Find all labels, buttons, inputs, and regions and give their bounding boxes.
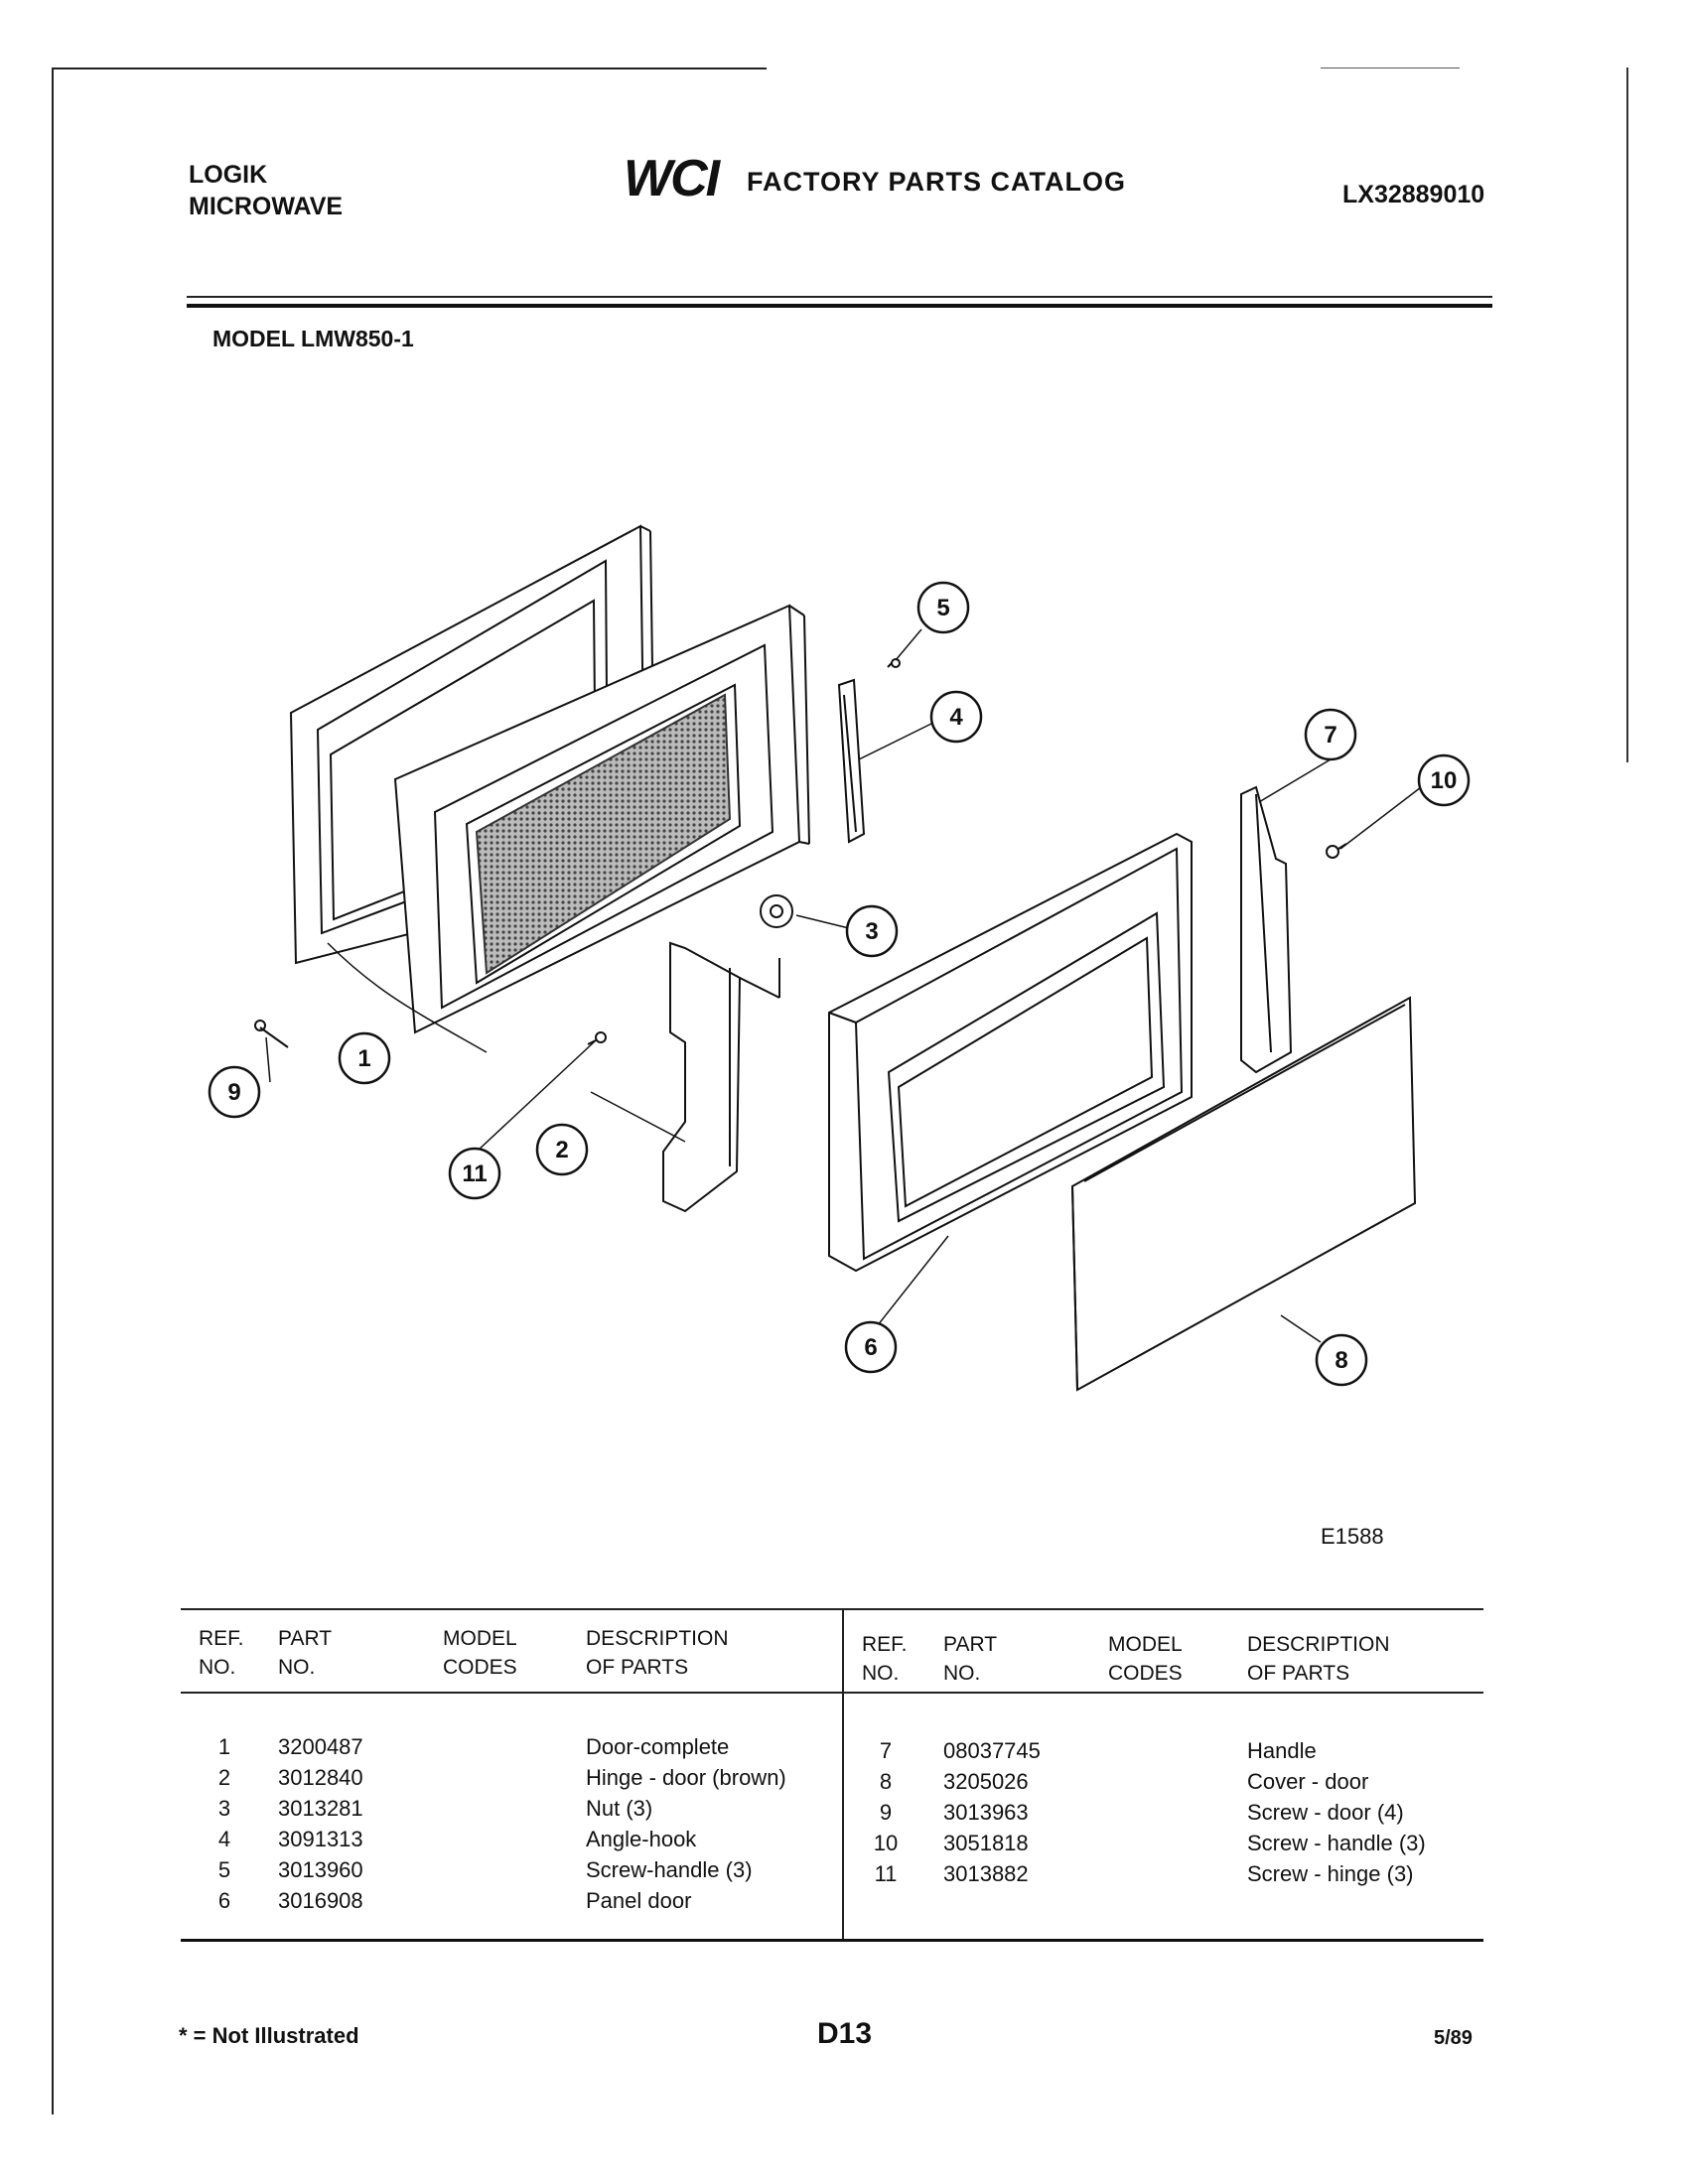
callout-1-label: 1: [357, 1045, 370, 1072]
revision-date: 5/89: [1434, 2027, 1473, 2049]
callout-7-label: 7: [1324, 722, 1336, 749]
screw-part-9: [254, 1020, 289, 1048]
callout-6-label: 6: [864, 1334, 877, 1361]
table-divider: [842, 1608, 844, 1939]
table-cell-part: 3016908: [278, 1888, 363, 1913]
callout-8-label: 8: [1335, 1347, 1347, 1374]
table-cell-desc: Handle: [1247, 1738, 1317, 1763]
callout-8: 8: [1315, 1333, 1368, 1387]
wci-logo: WCI: [624, 150, 720, 207]
callout-4-label: 4: [949, 704, 963, 731]
table-cell-part: 3013882: [943, 1861, 1029, 1886]
table-cell-part: 08037745: [943, 1738, 1041, 1763]
table-cell-desc: Screw - hinge (3): [1247, 1861, 1414, 1886]
callout-3: 3: [845, 904, 899, 958]
callout-1: 1: [338, 1031, 391, 1085]
callout-11-label: 11: [462, 1160, 487, 1187]
callout-2-label: 2: [555, 1137, 568, 1163]
table-cell-desc: Nut (3): [586, 1796, 653, 1821]
table-cell-ref: 7: [879, 1738, 893, 1763]
table-cell-part: 3012840: [278, 1765, 363, 1790]
table-cell-part: 3051818: [943, 1831, 1029, 1855]
cover-door-part: [1070, 996, 1417, 1392]
callout-11: 11: [448, 1147, 501, 1200]
table-cell-ref: 9: [879, 1800, 893, 1825]
table-top-rule: [181, 1608, 1483, 1610]
callout-9: 9: [208, 1065, 261, 1119]
table-cell-ref: 6: [217, 1888, 231, 1913]
frame-left-line: [52, 68, 54, 2115]
table-cell-part: 3205026: [943, 1769, 1029, 1794]
callout-4: 4: [929, 690, 983, 744]
table-cell-ref: 1: [217, 1734, 231, 1759]
page-number: D13: [817, 2017, 873, 2050]
table-cell-part: 3013960: [278, 1857, 363, 1882]
table-cell-part: 3200487: [278, 1734, 363, 1759]
callout-2: 2: [535, 1123, 589, 1176]
screw-part-11: [587, 1031, 607, 1045]
header-rule-thick: [187, 304, 1492, 308]
callout-7: 7: [1304, 708, 1357, 761]
catalog-code: LX32889010: [1342, 181, 1485, 208]
table-cell-desc: Hinge - door (brown): [586, 1765, 786, 1790]
brand-line-2: MICROWAVE: [189, 193, 344, 220]
table-cell-ref: 10: [873, 1831, 899, 1855]
table-cell-desc: Angle-hook: [586, 1827, 697, 1851]
header-ref-left: REF.NO.: [199, 1627, 244, 1679]
table-cell-desc: Door-complete: [586, 1734, 730, 1759]
table-cell-ref: 11: [874, 1861, 898, 1886]
table-cell-ref: 3: [217, 1796, 231, 1821]
frame-top-line: [52, 68, 767, 69]
table-bottom-rule: [181, 1939, 1483, 1942]
leader-lines: [265, 628, 1426, 1343]
exploded-parts-diagram: 5 4 3 1 9 2 11 7 10 6 8: [208, 524, 1471, 1392]
table-cell-desc: Screw - handle (3): [1247, 1831, 1426, 1855]
brand-line-1: LOGIK: [189, 161, 268, 189]
table-cell-desc: Screw - door (4): [1247, 1800, 1404, 1825]
table-cell-desc: Screw-handle (3): [586, 1857, 753, 1882]
table-cell-desc: Cover - door: [1247, 1769, 1369, 1794]
model-line: MODEL LMW850-1: [212, 326, 414, 351]
header-ref-right: REF.NO.: [862, 1633, 908, 1685]
nut-part: [760, 894, 793, 928]
not-illustrated-note: * = Not Illustrated: [179, 2023, 359, 2048]
header-rule-thin: [187, 296, 1492, 298]
table-header-rule: [181, 1692, 1483, 1694]
callout-6: 6: [844, 1320, 898, 1374]
callout-3-label: 3: [865, 918, 878, 945]
callout-5-label: 5: [936, 595, 949, 621]
hinge-part: [662, 941, 780, 1213]
angle-hook-part: [837, 678, 866, 844]
table-cell-part: 3091313: [278, 1827, 363, 1851]
catalog-title: FACTORY PARTS CATALOG: [747, 167, 1127, 197]
table-cell-ref: 8: [879, 1769, 893, 1794]
table-cell-ref: 5: [217, 1857, 231, 1882]
figure-id: E1588: [1321, 1524, 1384, 1549]
callout-5: 5: [916, 581, 970, 634]
callout-10-label: 10: [1431, 767, 1458, 794]
table-cell-ref: 2: [217, 1765, 231, 1790]
table-cell-desc: Panel door: [586, 1888, 692, 1913]
panel-door-part: [828, 832, 1193, 1273]
table-cell-ref: 4: [217, 1827, 231, 1851]
table-cell-part: 3013281: [278, 1796, 363, 1821]
door-inner-panel: [393, 604, 810, 1034]
callout-10: 10: [1417, 753, 1471, 807]
callout-9-label: 9: [227, 1079, 240, 1106]
screw-part-5: [887, 658, 901, 668]
table-cell-part: 3013963: [943, 1800, 1029, 1825]
frame-right-line: [1626, 68, 1628, 762]
brand-block: LOGIK MICROWAVE: [189, 159, 343, 222]
handle-part: [1240, 785, 1293, 1074]
